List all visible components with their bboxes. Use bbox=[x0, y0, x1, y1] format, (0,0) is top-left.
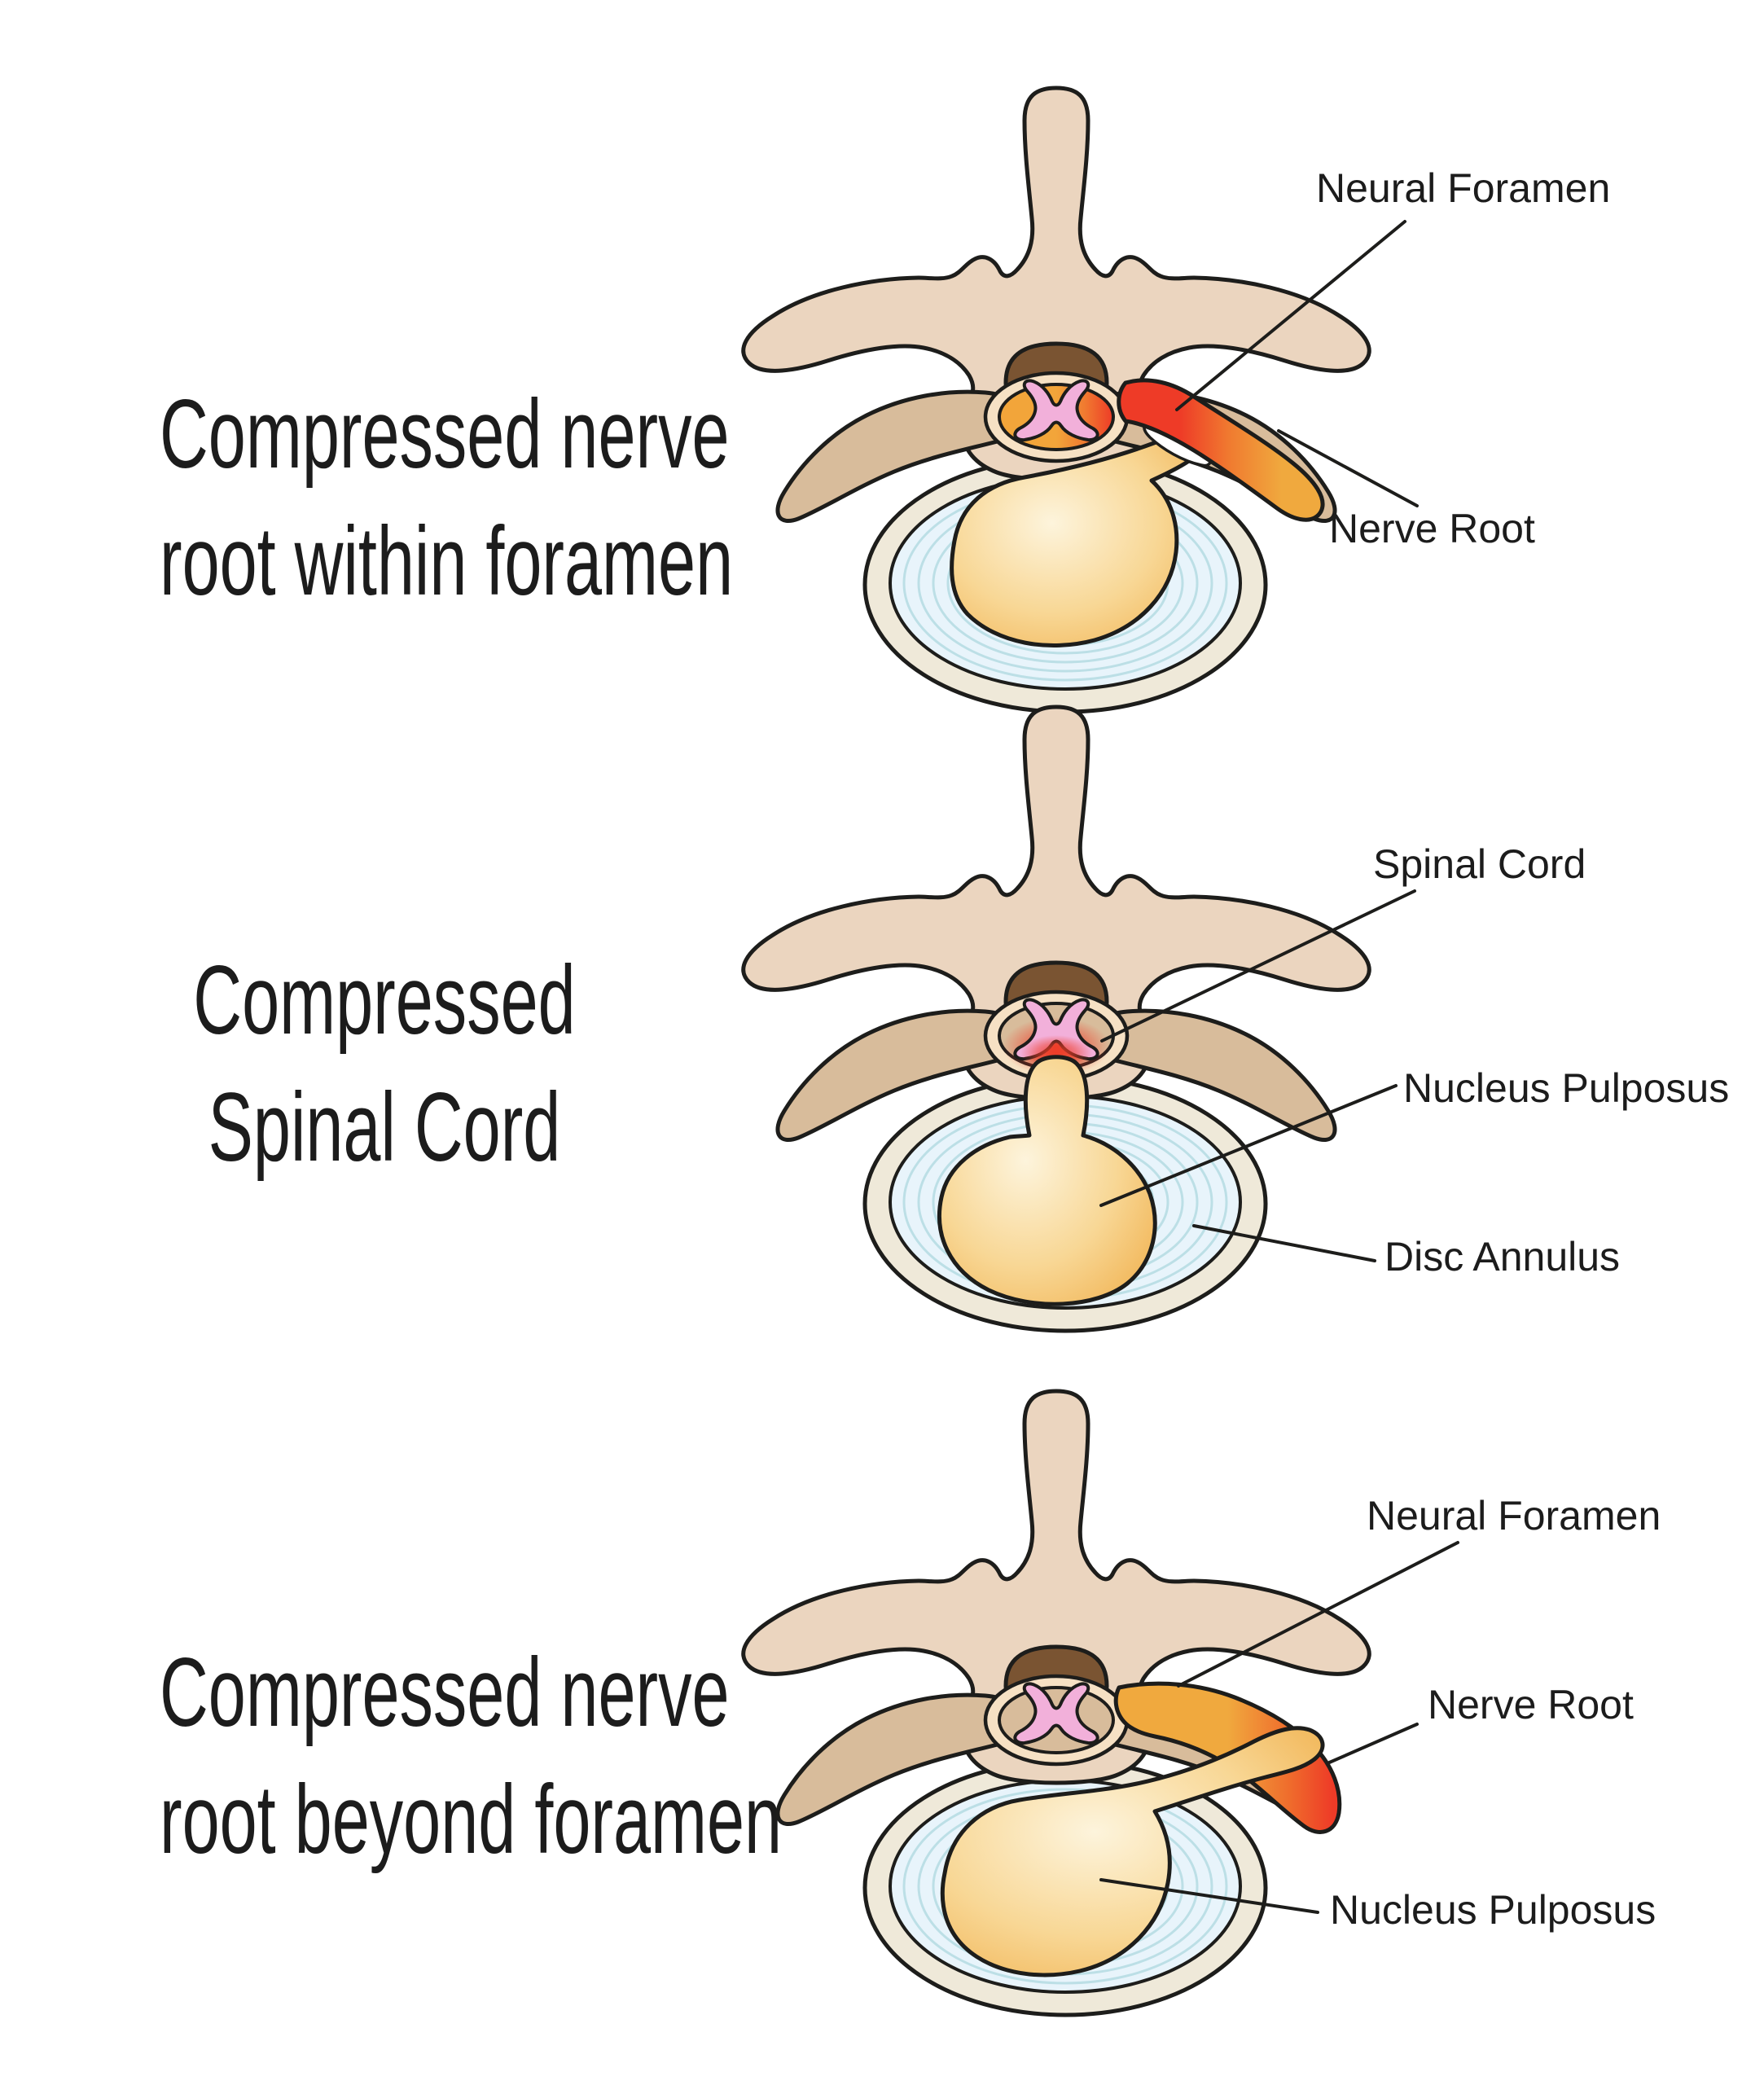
leader-line-nerve-root-1 bbox=[1277, 429, 1419, 507]
title-line: Spinal Cord bbox=[208, 1073, 561, 1182]
leader-line-nucleus-pulposus-2 bbox=[1099, 1084, 1398, 1207]
leader-line-neural-foramen-3 bbox=[1177, 1541, 1459, 1688]
label-neural-foramen-3: Neural Foramen bbox=[1367, 1493, 1661, 1539]
diagram-within-foramen bbox=[744, 88, 1370, 712]
label-spinal-cord: Spinal Cord bbox=[1373, 841, 1586, 887]
leader-line-spinal-cord bbox=[1100, 889, 1416, 1042]
leader-line-nerve-root-3 bbox=[1326, 1723, 1419, 1765]
label-disc-annulus: Disc Annulus bbox=[1384, 1234, 1620, 1280]
label-neural-foramen-1: Neural Foramen bbox=[1316, 165, 1610, 211]
nucleus-pulposus-shape bbox=[950, 432, 1205, 648]
leader-line-nucleus-pulposus-3 bbox=[1099, 1878, 1319, 1914]
leader-line-disc-annulus bbox=[1192, 1224, 1376, 1262]
annotations: Neural Foramen Nerve Root Spinal Cord Nu… bbox=[1099, 165, 1729, 1933]
title-line: Compressed bbox=[193, 946, 576, 1055]
nucleus-pulposus-shape bbox=[940, 1726, 1325, 1977]
label-nerve-root-1: Nerve Root bbox=[1329, 506, 1535, 551]
label-nucleus-pulposus-2: Nucleus Pulposus bbox=[1403, 1065, 1729, 1111]
nucleus-pulposus-shape bbox=[937, 1055, 1157, 1306]
label-nerve-root-3: Nerve Root bbox=[1428, 1682, 1634, 1727]
nerve-root-shape bbox=[1117, 378, 1325, 522]
diagram-beyond-foramen bbox=[744, 1391, 1370, 2015]
section-title-compressed-spinal-cord: Compressed Spinal Cord bbox=[160, 937, 609, 1191]
label-nucleus-pulposus-3: Nucleus Pulposus bbox=[1330, 1887, 1656, 1933]
diagram-compressed-spinal-cord bbox=[744, 707, 1370, 1331]
leader-line-neural-foramen-1 bbox=[1175, 220, 1406, 411]
